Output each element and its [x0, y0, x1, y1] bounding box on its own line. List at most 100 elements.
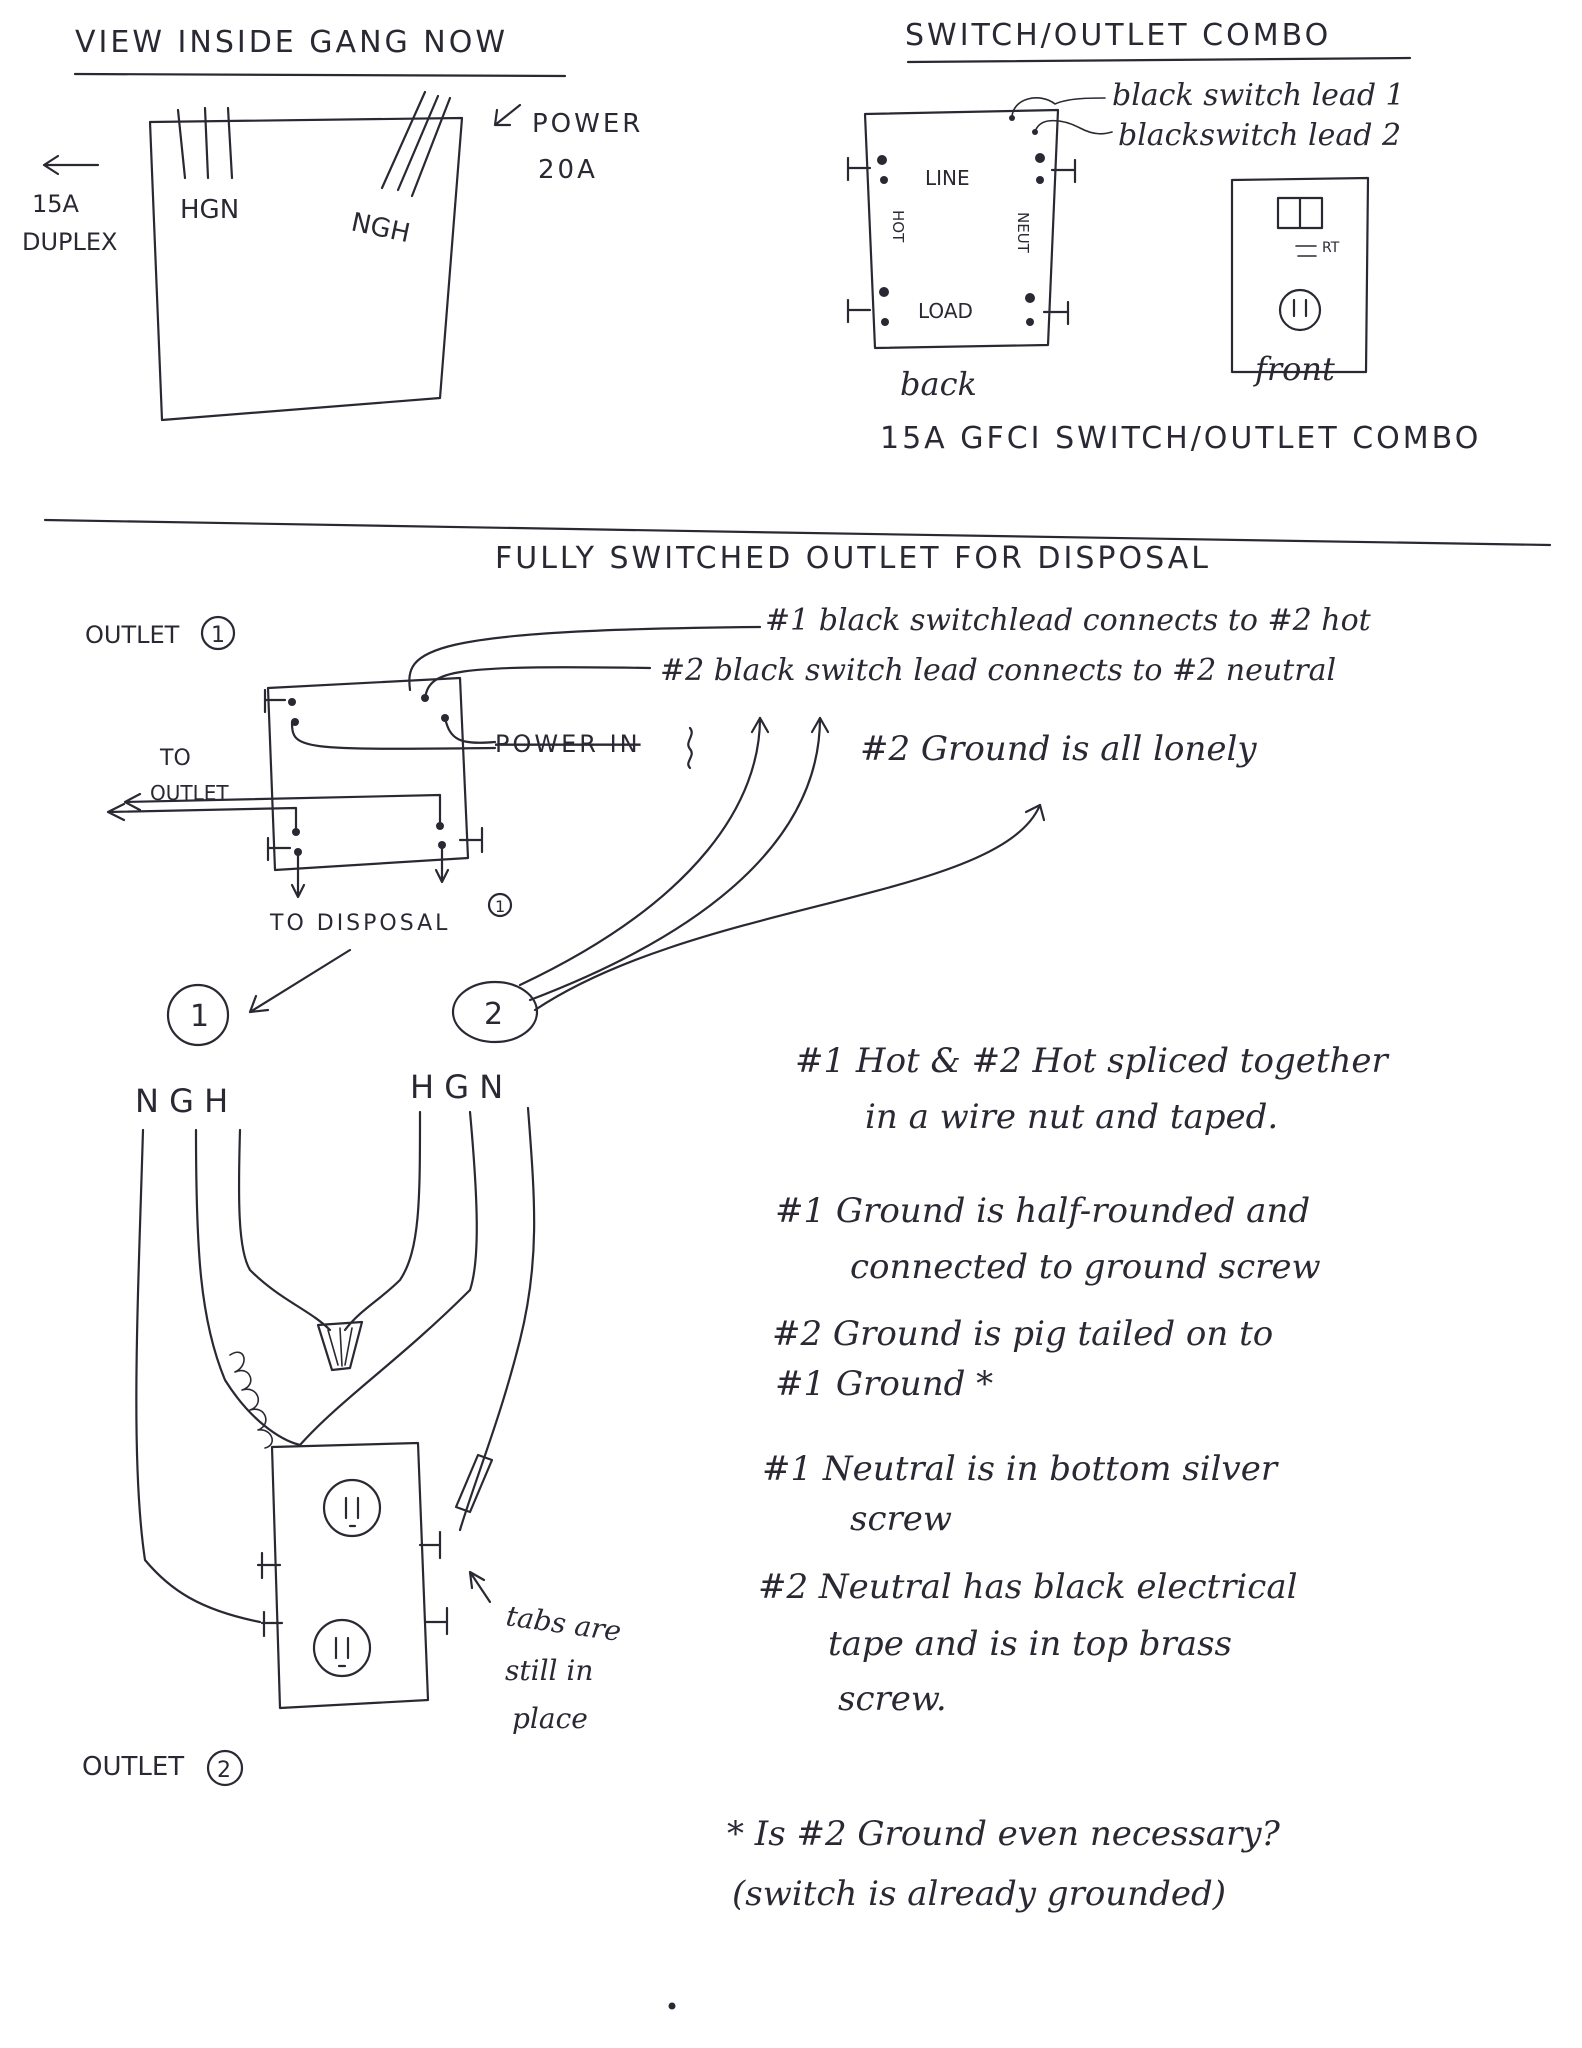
- cable2-neutral-to-lead2: [528, 716, 822, 1002]
- note-neutral2-2: tape and is in top brass: [828, 1624, 1232, 1664]
- lead1-note: #1 black switchlead connects to #2 hot: [765, 603, 1372, 638]
- tabs-note-1: tabs are: [504, 1599, 623, 1648]
- duplex-label: DUPLEX: [22, 228, 118, 256]
- wire-nut-icon: [316, 1320, 364, 1372]
- note-ground1-2: connected to ground screw: [850, 1247, 1321, 1287]
- note-hot-spliced-1: #1 Hot & #2 Hot spliced together: [795, 1041, 1390, 1081]
- to-outlet-arrow-2-icon: [123, 792, 442, 828]
- gang-view-title: VIEW INSIDE GANG NOW: [75, 25, 508, 60]
- tab-icon: [418, 1530, 442, 1560]
- tabs-note-3: place: [512, 1702, 588, 1735]
- ground-pigtail-coil: [229, 1351, 273, 1449]
- rt-label: RT: [1322, 240, 1340, 256]
- lead1-wire: [408, 625, 762, 692]
- front-switch-icon: [1276, 196, 1324, 230]
- note-ground2-2: #1 Ground *: [775, 1364, 993, 1404]
- power-in-wire-1: [290, 720, 497, 750]
- cable1-circle: [166, 983, 230, 1047]
- back-screw-icon: [881, 318, 889, 326]
- lead2-callout: [1034, 119, 1113, 135]
- cable1-wire-labels: N G H: [135, 1082, 228, 1120]
- line-label: LINE: [925, 166, 970, 190]
- tab-icon: [846, 298, 872, 324]
- to-outlet-arrow-icon: [106, 802, 298, 834]
- power-amps: 20A: [538, 155, 598, 185]
- note-neutral2-3: screw.: [838, 1679, 947, 1719]
- to-outlet-label-2: OUTLET: [150, 781, 229, 805]
- arrow-icon: [1024, 803, 1046, 822]
- cable2-hot-to-lead1: [518, 716, 762, 987]
- power-in-label: POWER IN: [495, 730, 641, 758]
- outlet2-device: [270, 1441, 430, 1710]
- tab-icon: [256, 1551, 282, 1580]
- outlet2-circle: [206, 1749, 244, 1787]
- back-screw-icon: [879, 287, 889, 297]
- to-disposal-circle: [487, 892, 513, 918]
- note-neutral1-1: #1 Neutral is in bottom silver: [762, 1449, 1279, 1489]
- combo-device-box: [266, 676, 470, 872]
- cable2-number: 2: [484, 997, 503, 1032]
- duplex-amps: 15A: [32, 190, 80, 218]
- cable2-ground-wire: [298, 1110, 478, 1447]
- outlet1-label: OUTLET: [85, 621, 180, 649]
- combo-title: SWITCH/OUTLET COMBO: [905, 18, 1331, 53]
- main-title: FULLY SWITCHED OUTLET FOR DISPOSAL: [495, 541, 1211, 576]
- cable2-wire-labels: H G N: [410, 1068, 503, 1106]
- gang-box: [148, 116, 464, 422]
- to-disposal-arrow-icon: [290, 850, 306, 899]
- combo-title-underline: [906, 56, 1412, 64]
- power-arrow-icon: [493, 103, 522, 127]
- cable1-hot-wire: [237, 1128, 332, 1332]
- tab-icon: [846, 156, 872, 182]
- to-disposal-arrow-2-icon: [434, 843, 450, 884]
- note-neutral2-1: #2 Neutral has black electrical: [758, 1567, 1297, 1607]
- question-line-2: (switch is already grounded): [732, 1874, 1226, 1914]
- right-wire-labels: NGH: [349, 208, 413, 250]
- note-hot-spliced-2: in a wire nut and taped.: [865, 1097, 1278, 1137]
- outlet1-number: 1: [211, 623, 225, 648]
- tab-icon: [1042, 300, 1070, 326]
- hot-label: HOT: [889, 210, 907, 243]
- tab-icon: [260, 1610, 284, 1638]
- combo-caption: 15A GFCI SWITCH/OUTLET COMBO: [880, 421, 1481, 456]
- disposal-to-cable1-arrow-icon: [248, 948, 352, 1014]
- power-in-cable-end: [687, 726, 693, 770]
- power-label: POWER: [532, 109, 643, 139]
- lower-receptacle-icon: [312, 1618, 372, 1678]
- arrow-icon: [750, 716, 770, 734]
- combo-back-box: [863, 108, 1060, 350]
- front-receptacle-slots: [1292, 298, 1308, 318]
- cable2-hot-wire: [343, 1110, 422, 1332]
- lead1-callout: [1011, 97, 1106, 119]
- left-wire-3: [226, 106, 234, 180]
- combo-front-box: [1230, 176, 1370, 374]
- outlet1-circle: [200, 615, 236, 651]
- duplex-arrow-icon: [42, 154, 100, 176]
- outlet2-number: 2: [217, 1758, 231, 1783]
- outlet2-label: OUTLET: [82, 1752, 184, 1782]
- left-wire-2: [203, 106, 210, 180]
- neut-label: NEUT: [1014, 212, 1032, 254]
- cable1-ground-wire: [194, 1128, 302, 1447]
- upper-receptacle-icon: [322, 1478, 382, 1538]
- electrical-tape-icon: [454, 1453, 494, 1514]
- lead2-note: #2 black switch lead connects to #2 neut…: [660, 653, 1336, 688]
- cable2-ground-to-note: [533, 803, 1042, 1012]
- disposal-diagram: FULLY SWITCHED OUTLET FOR DISPOSAL OUTLE…: [82, 541, 1372, 1787]
- upper-receptacle-slots: [344, 1496, 360, 1528]
- combo-section: SWITCH/OUTLET COMBO LINE LOAD HOT NEUT b…: [846, 18, 1481, 456]
- back-screw-icon: [1036, 176, 1044, 184]
- question-line-1: * Is #2 Ground even necessary?: [727, 1814, 1281, 1854]
- back-screw-icon: [880, 176, 888, 184]
- front-label: front: [1253, 350, 1335, 388]
- tabs-note-2: still in: [505, 1654, 593, 1687]
- cable2-circle: [451, 980, 539, 1044]
- note-ground1-1: #1 Ground is half-rounded and: [775, 1191, 1310, 1231]
- to-outlet-label-1: TO: [159, 746, 191, 771]
- right-wire-1: [380, 90, 427, 190]
- gang-view-title-underline: [73, 72, 567, 78]
- back-label: back: [900, 365, 977, 403]
- section-divider: [43, 518, 1552, 547]
- to-disposal-number: 1: [495, 897, 505, 916]
